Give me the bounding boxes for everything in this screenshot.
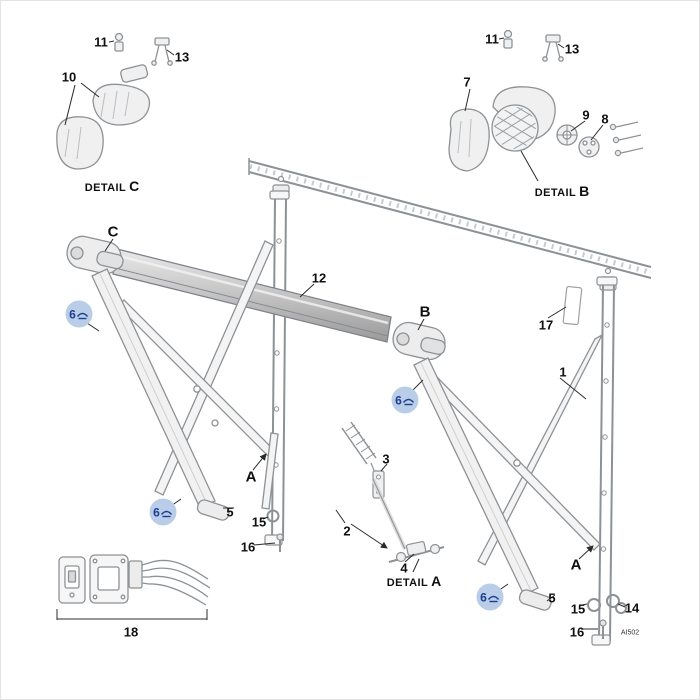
callout-18: 18 (123, 624, 139, 640)
callout-15: 15 (570, 601, 586, 617)
part-6-badge: 6 (65, 300, 93, 328)
awning-profile-icon (161, 510, 173, 517)
callout-2: 2 (343, 523, 351, 539)
callout-13: 13 (174, 49, 190, 65)
part-6-badge: 6 (391, 386, 419, 414)
detail-c-parts (56, 32, 173, 170)
left-arm-assembly (91, 240, 279, 521)
awning-rail (248, 158, 652, 279)
right-arm-assembly (413, 333, 604, 611)
arm-head-c (66, 235, 124, 275)
callout-7: 7 (463, 74, 471, 90)
callout-17: 17 (538, 317, 554, 333)
detail-letter: B (579, 183, 590, 199)
callout-5: 5 (548, 590, 556, 606)
callout-3: 3 (382, 451, 390, 467)
part-6-label: 6 (69, 307, 76, 321)
callout-8: 8 (601, 111, 609, 127)
callout-15: 15 (251, 514, 267, 530)
part-6-label: 6 (480, 590, 487, 604)
callout-12: 12 (311, 270, 327, 286)
callout-16: 16 (240, 539, 256, 555)
awning-profile-icon (488, 595, 500, 602)
wiring-switch-assembly (58, 554, 211, 606)
detail-letter: C (129, 178, 140, 194)
part-6-label: 6 (153, 505, 160, 519)
detail-b-parts (448, 29, 644, 172)
detail-word: DETAIL (84, 182, 127, 194)
callout-1: 1 (559, 364, 567, 380)
awning-profile-icon (77, 312, 89, 319)
detail-word: DETAIL (386, 577, 429, 589)
part-6-badge: 6 (476, 583, 504, 611)
right-vertical-rail (591, 276, 618, 646)
callout-14: 14 (624, 600, 640, 616)
roller-tube (112, 248, 392, 343)
callout-16: 16 (569, 624, 585, 640)
part-18-bracket (56, 609, 208, 620)
leader-lines (64, 37, 626, 630)
detail-letter: A (431, 573, 442, 589)
part-17-strip (562, 285, 583, 326)
part-6-badge: 6 (149, 498, 177, 526)
part-6-label: 6 (395, 393, 402, 407)
right-fasteners (587, 594, 627, 639)
section-letter-a: A (570, 556, 582, 574)
callout-11: 11 (94, 34, 108, 50)
callout-5: 5 (226, 504, 234, 520)
left-fasteners (266, 509, 284, 552)
section-letter-a: A (245, 468, 257, 486)
callout-9: 9 (582, 107, 590, 123)
callout-13: 13 (564, 41, 580, 57)
arm-head-b (392, 321, 446, 361)
detail-a-assembly (341, 421, 445, 563)
callout-11: 11 (485, 31, 499, 47)
drawing-code: AI502 (620, 629, 640, 637)
callout-4: 4 (400, 560, 408, 576)
detail-word: DETAIL (534, 187, 577, 199)
section-letter-b: B (419, 303, 431, 321)
section-letter-c: C (107, 223, 119, 241)
awning-profile-icon (403, 398, 415, 405)
callout-10: 10 (61, 69, 77, 85)
